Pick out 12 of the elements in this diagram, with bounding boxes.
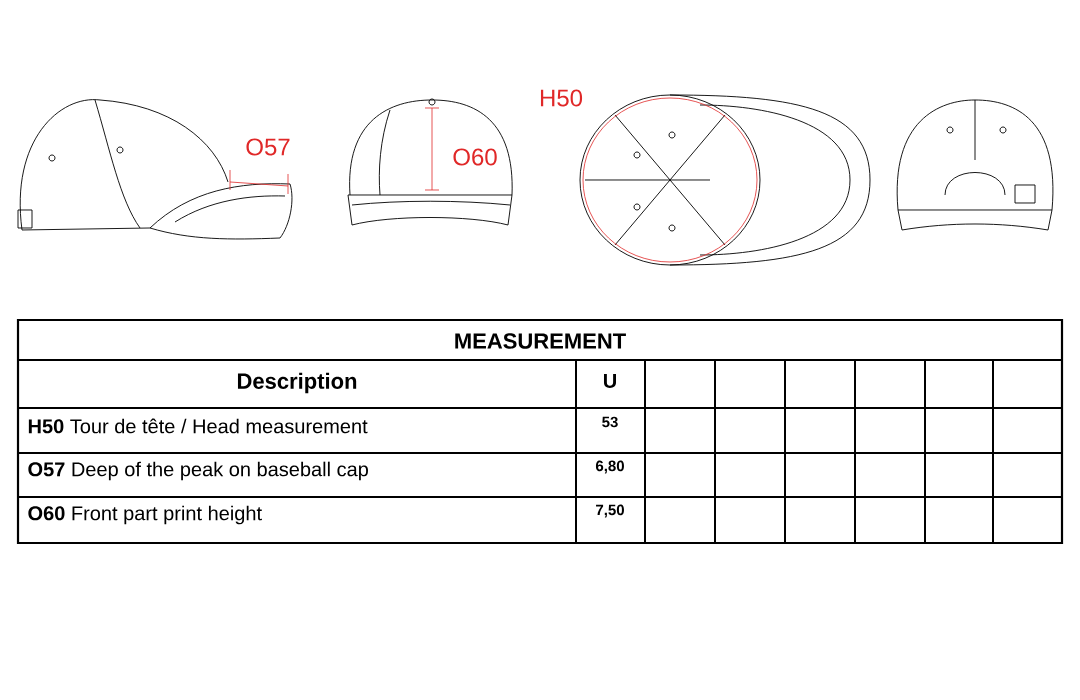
dimension-label: O60 (453, 148, 497, 166)
table-cell: H50 Tour de tête / Head measurement (28, 418, 368, 434)
column-header: Description (237, 372, 357, 394)
table-cell: 53 (602, 416, 618, 428)
table-cell: 6,80 (595, 460, 624, 474)
column-header: U (604, 374, 616, 388)
dimension-label: H50 (540, 89, 583, 107)
table-cell: O60 Front part print height (28, 505, 262, 525)
table-cell: 7,50 (596, 504, 624, 518)
table-cell: O57 Deep of the peak on baseball cap (28, 461, 368, 481)
table-title: MEASUREMENT (455, 333, 626, 349)
dimension-label: O57 (246, 138, 290, 156)
